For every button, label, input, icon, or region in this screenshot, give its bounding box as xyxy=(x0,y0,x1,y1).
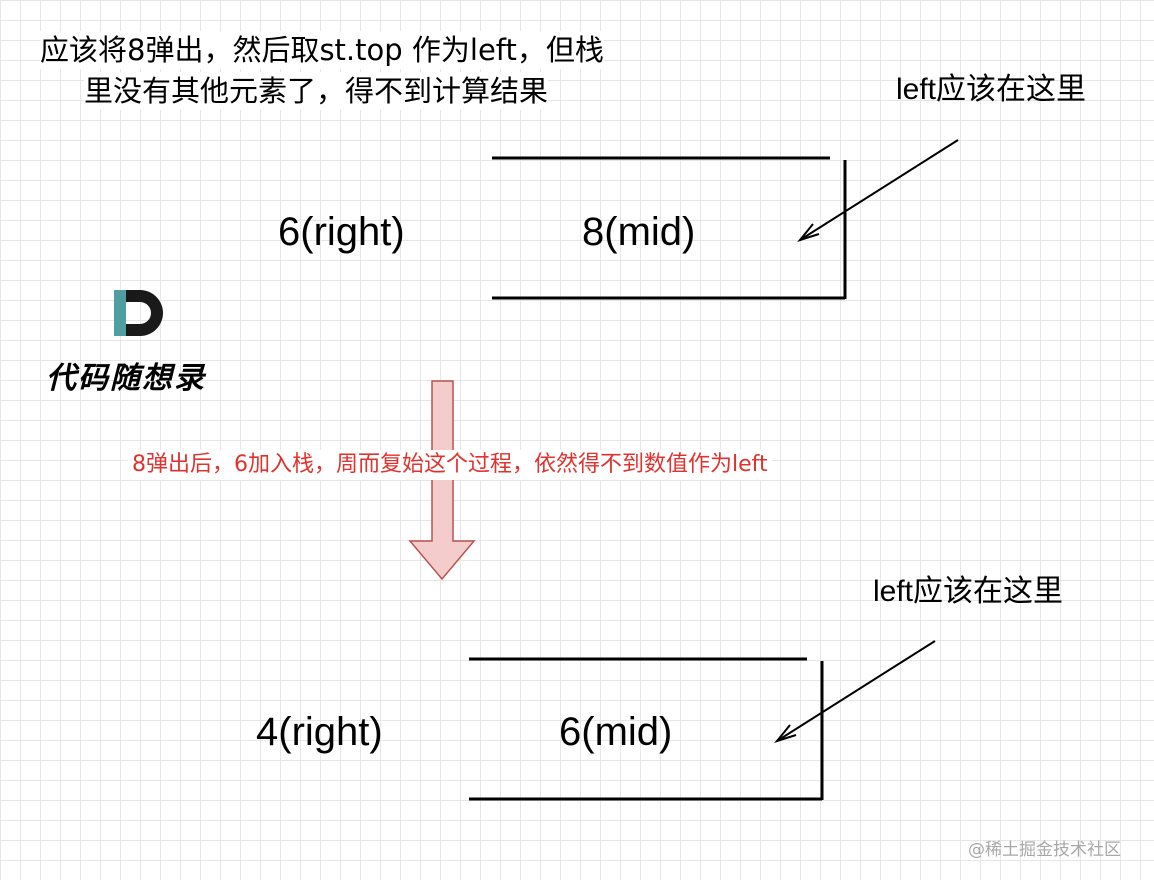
bottom-mid-label: 6(mid) xyxy=(559,710,673,754)
bottom-left-note: left应该在这里 xyxy=(873,575,1064,608)
top-left-note: left应该在这里 xyxy=(896,73,1087,106)
logo-text: 代码随想录 xyxy=(46,361,206,396)
description-line-1: 应该将8弹出，然后取st.top 作为left，但栈 xyxy=(40,31,604,69)
logo-icon xyxy=(114,290,166,336)
top-left-pointer-arrow xyxy=(797,139,959,242)
top-right-label: 6(right) xyxy=(278,210,405,254)
description-line-2: 里没有其他元素了，得不到计算结果 xyxy=(84,72,549,110)
bottom-left-pointer-arrow xyxy=(774,640,936,743)
top-stack-bracket xyxy=(492,156,847,300)
watermark: @稀土掘金技术社区 xyxy=(968,840,1121,860)
process-note: 8弹出后，6加入栈，周而复始这个过程，依然得不到数值作为left xyxy=(128,450,772,480)
bottom-right-label: 4(right) xyxy=(256,710,383,754)
process-down-arrow xyxy=(408,380,476,581)
top-mid-label: 8(mid) xyxy=(582,210,696,254)
bottom-stack-bracket xyxy=(469,657,824,801)
